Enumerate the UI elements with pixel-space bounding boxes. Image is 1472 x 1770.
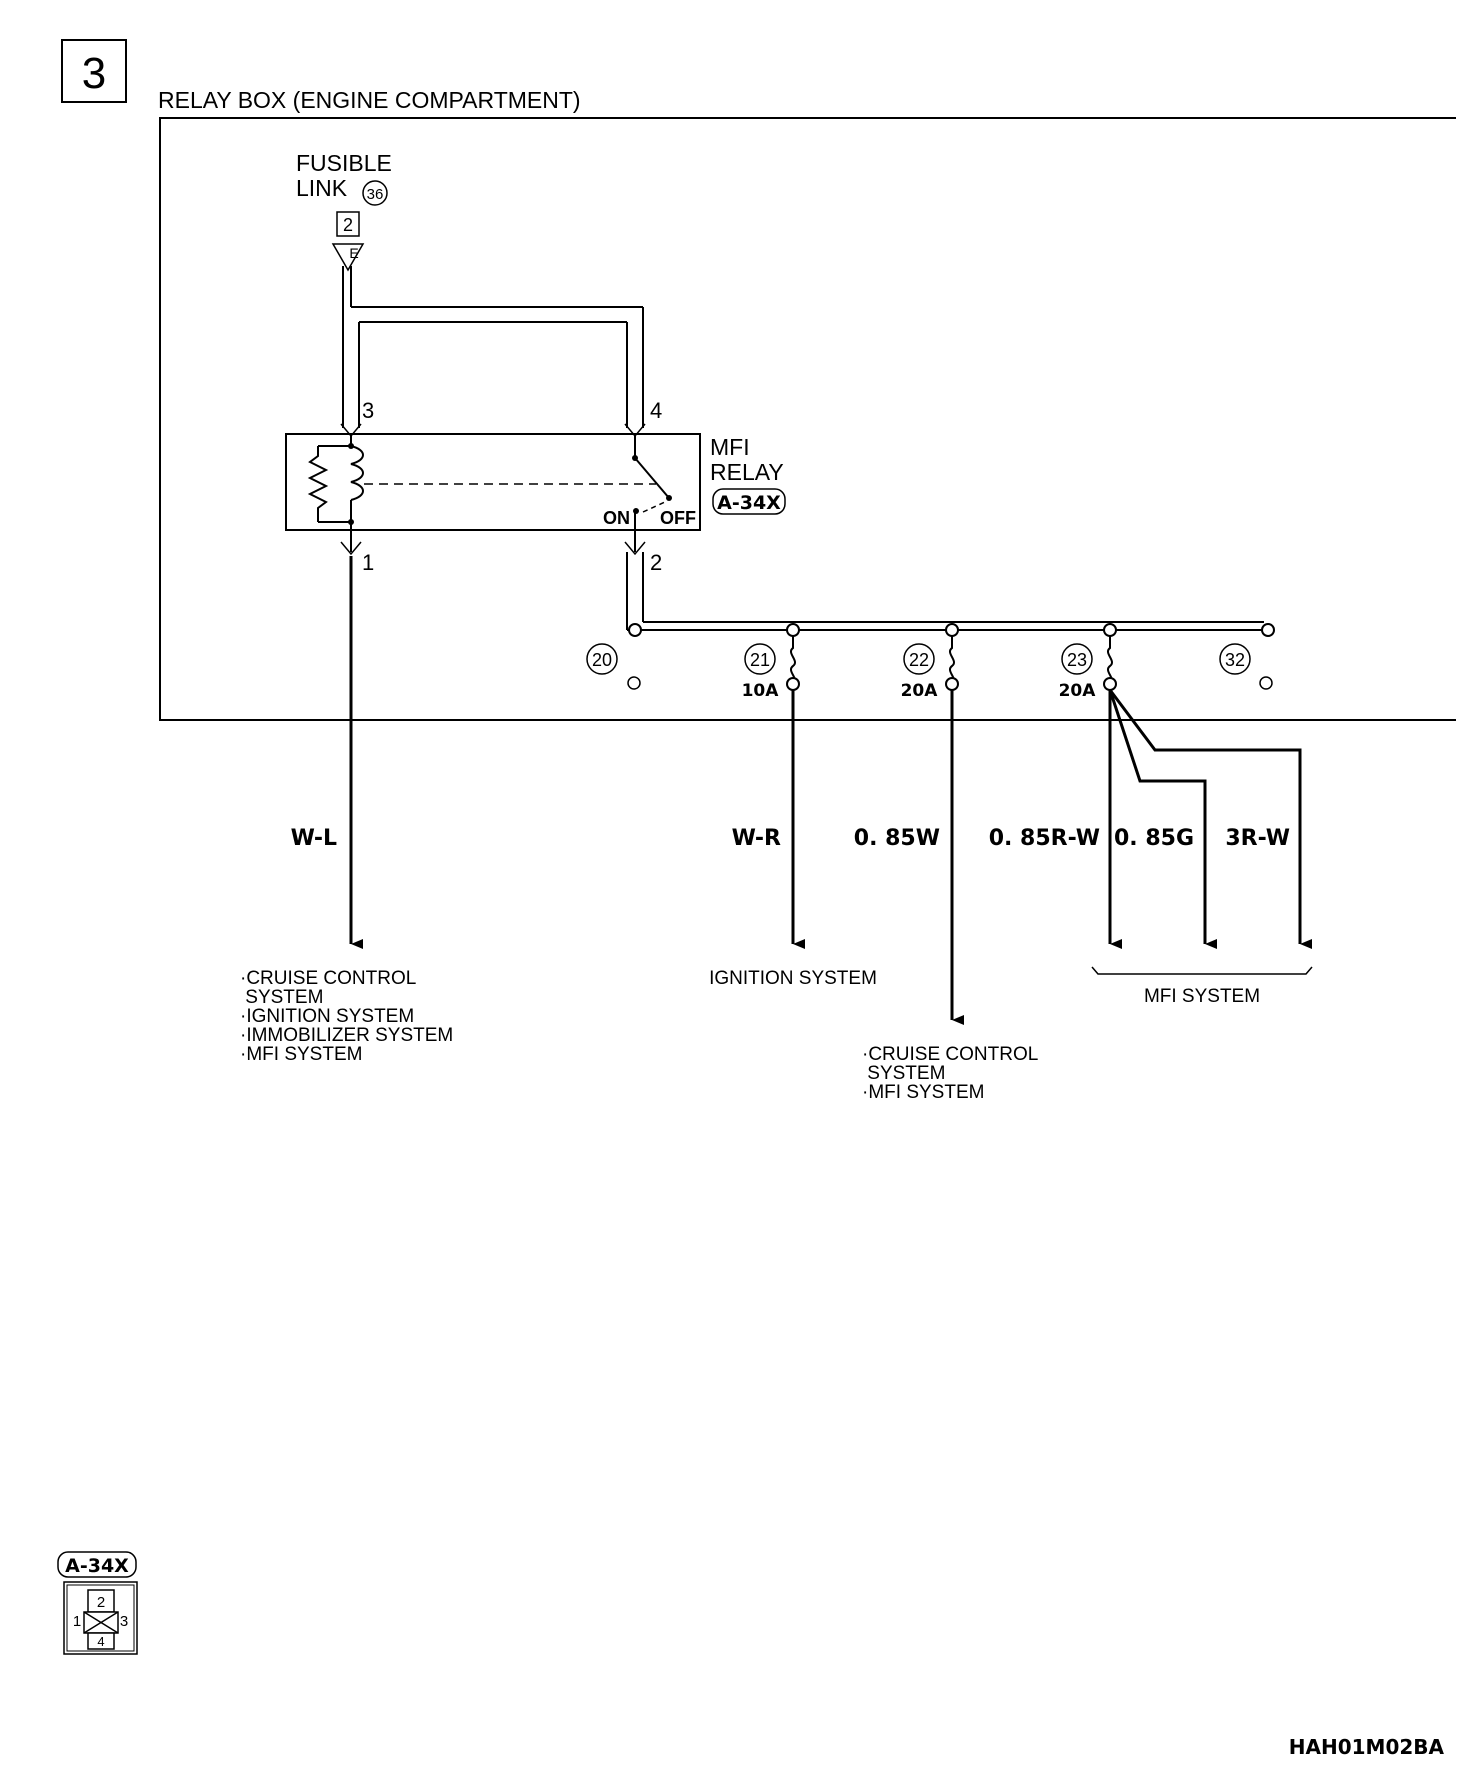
relay-pin-1: 1 (362, 550, 374, 575)
relay-off-label: OFF (660, 508, 696, 528)
connector-pin-4: 4 (97, 1634, 104, 1649)
mfi-system-bracket (1091, 966, 1313, 975)
svg-text:·MFI SYSTEM: ·MFI SYSTEM (240, 1044, 362, 1065)
fusible-link-number-circle (362, 180, 388, 206)
svg-text:23: 23 (1067, 650, 1087, 670)
fuse-21-rating: 10A (742, 681, 780, 701)
fusible-link-terminal: E (349, 245, 358, 261)
fusible-link-label-2: LINK (296, 175, 348, 201)
relay-box-frame (159, 117, 1456, 721)
connector-pin-2: 2 (97, 1594, 105, 1611)
relay-label-1: MFI (710, 434, 750, 460)
svg-text:21: 21 (750, 650, 770, 670)
figure-code: HAH01M02BA (1289, 1735, 1445, 1759)
fusible-link-number: 36 (367, 186, 384, 203)
connector-pin-3: 3 (120, 1613, 128, 1630)
relay-box-label: RELAY BOX (ENGINE COMPARTMENT) (158, 87, 581, 113)
feed-wires (342, 266, 644, 428)
page-number-box: 3 (61, 39, 127, 103)
relay-label-2: RELAY (710, 459, 784, 485)
svg-text:·MFI SYSTEM: ·MFI SYSTEM (862, 1082, 984, 1103)
connector-view: A-34X 2 1 3 4 (57, 1551, 138, 1655)
fusible-link-connector: 2 (343, 215, 353, 235)
fusible-link-terminal-symbol (331, 243, 365, 272)
relay-pin-3: 3 (362, 398, 374, 423)
destination-w-l: ·CRUISE CONTROL SYSTEM ·IGNITION SYSTEM … (240, 968, 453, 1065)
svg-text:32: 32 (1225, 650, 1245, 670)
wire-label-085w: 0. 85W (854, 826, 940, 851)
fusible-link-connector-box (336, 211, 360, 237)
svg-text:SYSTEM: SYSTEM (240, 987, 323, 1008)
busbar (626, 552, 1264, 631)
fuse-23: 23 20A (1059, 636, 1117, 701)
svg-text:·CRUISE CONTROL: ·CRUISE CONTROL (240, 968, 416, 989)
destination-w-r: IGNITION SYSTEM (709, 968, 877, 989)
fuse-23-rating: 20A (1059, 681, 1097, 701)
connector-view-label: A-34X (65, 1555, 129, 1577)
connector-view-label-box (57, 1551, 137, 1578)
wire-label-085g: 0. 85G (1114, 826, 1194, 851)
destination-mfi: MFI SYSTEM (1144, 986, 1260, 1007)
wire-085g (1108, 689, 1217, 949)
fuse-32: 32 (1219, 643, 1273, 690)
svg-text:·CRUISE CONTROL: ·CRUISE CONTROL (862, 1044, 1038, 1065)
fuse-22: 22 20A (901, 636, 959, 701)
destination-085w: ·CRUISE CONTROL SYSTEM ·MFI SYSTEM (862, 1044, 1038, 1103)
svg-text:·IMMOBILIZER SYSTEM: ·IMMOBILIZER SYSTEM (240, 1025, 453, 1046)
fuse-22-rating: 20A (901, 681, 939, 701)
wire-label-w-l: W-L (291, 826, 337, 851)
relay-coil (307, 436, 364, 552)
wire-label-3r-w: 3R-W (1225, 826, 1290, 851)
relay-switch: ON OFF (603, 436, 696, 552)
connector-outline (63, 1581, 138, 1655)
relay-connector: A-34X (717, 492, 781, 514)
output-wires (349, 556, 1312, 1025)
relay-pin-4: 4 (650, 398, 662, 423)
svg-text:20: 20 (592, 650, 612, 670)
relay-pin-2: 2 (650, 550, 662, 575)
wire-label-w-r: W-R (732, 826, 781, 851)
relay-connector-box (712, 488, 786, 515)
wire-3r-w (1108, 689, 1312, 949)
page-number: 3 (82, 49, 106, 98)
fusible-link-label-1: FUSIBLE (296, 150, 392, 176)
relay-body (285, 433, 701, 531)
svg-text:22: 22 (909, 650, 929, 670)
svg-text:SYSTEM: SYSTEM (862, 1063, 945, 1084)
connector-pin-1: 1 (73, 1613, 81, 1630)
wire-label-085r-w: 0. 85R-W (989, 826, 1100, 851)
fusible-link: FUSIBLE LINK 36 2 E (296, 150, 392, 272)
fuse-20: 20 (586, 643, 641, 690)
wire-labels: W-L W-R 0. 85W 0. 85R-W 0. 85G 3R-W (291, 826, 1290, 851)
fuse-21: 21 10A (742, 636, 800, 701)
svg-text:·IGNITION SYSTEM: ·IGNITION SYSTEM (240, 1006, 414, 1027)
relay-on-label: ON (603, 508, 630, 528)
mfi-relay: ON OFF 3 4 1 2 MFI RELAY A-34X (285, 398, 786, 575)
